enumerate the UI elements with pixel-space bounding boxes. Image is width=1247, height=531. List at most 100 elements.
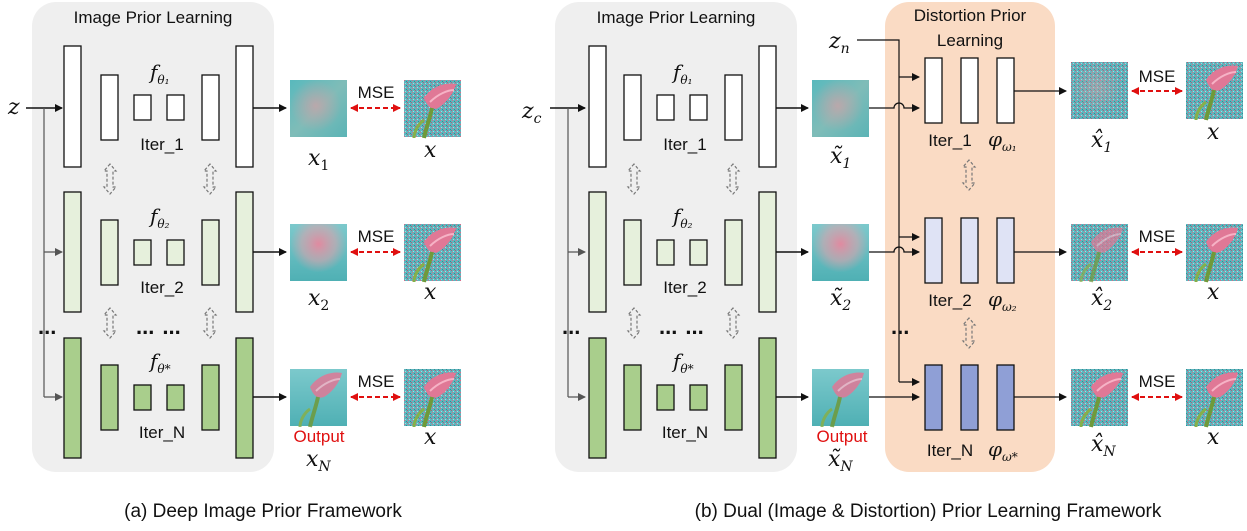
decoder-block xyxy=(235,337,254,459)
panel-a-input-z: z xyxy=(7,95,20,120)
panel-b-caption: (b) Dual (Image & Distortion) Prior Lear… xyxy=(695,501,1162,522)
output-var: x1 xyxy=(308,146,329,174)
iter-label: Iter_N xyxy=(662,423,708,442)
panel-b-input-zc: zc xyxy=(521,99,542,127)
distorted-var: x̂2 xyxy=(1091,286,1112,314)
target-var: x xyxy=(424,280,437,305)
panel-b-box-title: Image Prior Learning xyxy=(597,8,756,27)
decoder-block xyxy=(724,364,743,431)
decoder-block xyxy=(201,364,220,431)
bottleneck-block xyxy=(689,239,708,266)
bottleneck-block xyxy=(656,94,675,121)
iteration-arrows xyxy=(102,163,218,339)
clean-var: x̃1 xyxy=(830,144,851,172)
decoder-block xyxy=(758,45,777,168)
distortion-title-2: Learning xyxy=(937,31,1003,50)
encoder-block xyxy=(588,191,607,313)
distorted-var: x̂N xyxy=(1091,432,1116,460)
mse-label: MSE xyxy=(358,372,395,391)
bottleneck-block xyxy=(166,239,185,266)
encoder-block xyxy=(623,74,642,141)
iter-label: Iter_1 xyxy=(663,135,706,154)
output-var: x2 xyxy=(308,286,329,314)
distortion-block xyxy=(924,217,943,284)
panel-a: Image Prior Learning z ... fθ₁ Iter_1 x1… xyxy=(7,2,461,522)
encoder-block xyxy=(623,364,642,431)
decoder-block xyxy=(201,74,220,141)
encoder-block xyxy=(63,45,82,168)
iter-label: Iter_1 xyxy=(140,135,183,154)
distortion-block xyxy=(960,57,979,124)
distortion-block xyxy=(996,364,1015,431)
output-var: xN xyxy=(306,447,331,475)
bottleneck-block xyxy=(133,384,152,411)
encoder-block xyxy=(100,74,119,141)
encoder-block xyxy=(623,219,642,286)
bottleneck-block xyxy=(689,384,708,411)
panel-a-row-3: fθ* Iter_N Output xN MSE x xyxy=(63,337,461,475)
bottleneck-block xyxy=(133,239,152,266)
panel-a-caption: (a) Deep Image Prior Framework xyxy=(124,501,402,522)
clean-var: x̃N xyxy=(828,447,853,475)
panel-a-dots-left: ... xyxy=(38,314,56,339)
encoder-block xyxy=(588,45,607,168)
distorted-var: x̂1 xyxy=(1091,128,1112,156)
dist-iter-label: Iter_1 xyxy=(928,131,971,150)
decoder-block xyxy=(235,45,254,168)
panel-b-dots-mid: ...... xyxy=(659,314,704,339)
iter-label: Iter_2 xyxy=(663,278,706,297)
iteration-arrows xyxy=(626,159,977,349)
panel-b-row-2: fθ₂ Iter_2 x̃2 Iter_2 φω₂ x̂2 MSE x xyxy=(588,191,1243,314)
panel-b: Image Prior Learning Distortion Prior Le… xyxy=(521,2,1243,522)
encoder-block xyxy=(588,337,607,459)
encoder-block xyxy=(100,219,119,286)
target-var: x xyxy=(1207,120,1220,145)
mse-label: MSE xyxy=(1139,227,1176,246)
panel-a-box-title: Image Prior Learning xyxy=(74,8,233,27)
decoder-block xyxy=(758,337,777,459)
omega-label: φω₁ xyxy=(988,127,1017,154)
panel-b-row-1: fθ₁ Iter_1 x̃1 Iter_1 φω₁ x̂1 MSE x xyxy=(588,45,1243,172)
panel-a-dots-mid: ...... xyxy=(136,314,181,339)
output-label: Output xyxy=(293,427,344,446)
dist-iter-label: Iter_N xyxy=(927,441,973,460)
distortion-block xyxy=(996,217,1015,284)
panel-a-row-1: fθ₁ Iter_1 x1 MSE x xyxy=(63,45,461,174)
omega-label: φω* xyxy=(988,437,1018,464)
decoder-block xyxy=(235,191,254,313)
encoder-block xyxy=(63,191,82,313)
target-var: x xyxy=(1207,425,1220,450)
bottleneck-block xyxy=(689,94,708,121)
target-var: x xyxy=(424,425,437,450)
panel-b-dots-left: ... xyxy=(562,314,580,339)
distortion-block xyxy=(924,57,943,124)
decoder-block xyxy=(724,219,743,286)
mse-label: MSE xyxy=(1139,372,1176,391)
panel-a-row-2: fθ₂ Iter_2 x2 MSE x xyxy=(63,191,461,314)
bottleneck-block xyxy=(656,384,675,411)
iter-label: Iter_2 xyxy=(140,278,183,297)
target-var: x xyxy=(1207,280,1220,305)
distortion-block xyxy=(996,57,1015,124)
decoder-block xyxy=(201,219,220,286)
encoder-block xyxy=(100,364,119,431)
panel-b-row-3: fθ* Iter_N Output x̃N Iter_N φω* x̂N MSE… xyxy=(588,337,1243,475)
mse-label: MSE xyxy=(1139,67,1176,86)
distortion-block xyxy=(924,364,943,431)
target-var: x xyxy=(424,138,437,163)
clean-var: x̃2 xyxy=(830,286,851,314)
omega-label: φω₂ xyxy=(988,287,1017,314)
bottleneck-block xyxy=(166,384,185,411)
bottleneck-block xyxy=(133,94,152,121)
panel-b-noise-zn: zn xyxy=(828,29,850,57)
mse-label: MSE xyxy=(358,83,395,102)
output-label: Output xyxy=(816,427,867,446)
mse-label: MSE xyxy=(358,227,395,246)
iter-label: Iter_N xyxy=(139,423,185,442)
panel-b-dots-dist: ... xyxy=(891,314,909,339)
decoder-block xyxy=(758,191,777,313)
distortion-title-1: Distortion Prior xyxy=(914,6,1027,25)
distortion-block xyxy=(960,217,979,284)
encoder-block xyxy=(63,337,82,459)
